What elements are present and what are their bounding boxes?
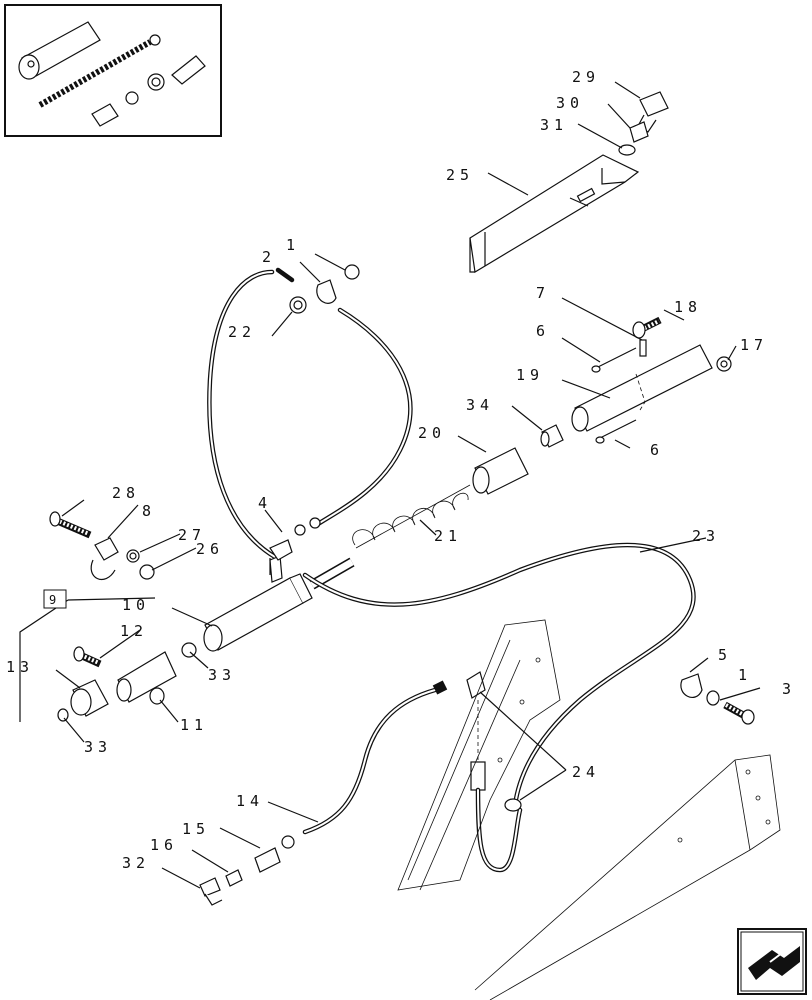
label-4: 4 (258, 494, 272, 512)
label-6-top: 6 (536, 322, 550, 340)
label-33-right: 33 (208, 666, 236, 684)
label-26: 26 (196, 540, 224, 558)
hose-loop (207, 267, 413, 560)
lower-cylinder-parts (57, 642, 197, 722)
tube-20 (472, 447, 529, 495)
label-24: 24 (572, 763, 600, 781)
label-28: 28 (112, 484, 140, 502)
label-20: 20 (418, 424, 446, 442)
label-13: 13 (6, 658, 34, 676)
clamp-top (289, 264, 360, 314)
label-9-box: 9 (43, 589, 67, 609)
label-27: 27 (178, 526, 206, 544)
label-3: 3 (782, 680, 796, 698)
bolt-29 (618, 91, 669, 156)
pins (591, 339, 647, 444)
clamp-left (49, 511, 155, 581)
cylinder-assembly (203, 555, 355, 652)
leader-lines (19, 81, 761, 889)
frame-structure (397, 619, 781, 1000)
tube-19 (571, 344, 713, 432)
label-14: 14 (236, 792, 264, 810)
label-6-bottom: 6 (650, 441, 664, 459)
label-33-bottom: 33 (84, 738, 112, 756)
label-25: 25 (446, 166, 474, 184)
fittings-lower (199, 835, 295, 906)
label-1-top: 1 (286, 236, 300, 254)
hose-14 (302, 671, 523, 873)
label-16: 16 (150, 836, 178, 854)
label-9: 9 (49, 593, 56, 607)
label-8: 8 (142, 502, 156, 520)
label-17: 17 (740, 336, 768, 354)
clamp-right (680, 673, 755, 725)
label-31: 31 (540, 116, 568, 134)
label-2: 2 (262, 248, 276, 266)
inset-thumbnail (4, 4, 222, 137)
spring-part (352, 484, 471, 549)
label-30: 30 (556, 94, 584, 112)
label-12: 12 (120, 622, 148, 640)
label-11: 11 (180, 716, 208, 734)
label-5: 5 (718, 646, 732, 664)
nav-arrow-button[interactable] (737, 928, 807, 995)
bushing-34 (540, 424, 564, 448)
arrow-icon (748, 946, 800, 980)
callout-labels: 29 30 31 25 2 1 22 7 18 6 17 19 34 20 6 … (6, 68, 796, 872)
label-21: 21 (434, 527, 462, 545)
label-22: 22 (228, 323, 256, 341)
label-10: 10 (122, 596, 150, 614)
label-29: 29 (572, 68, 600, 86)
label-32: 32 (122, 854, 150, 872)
label-19: 19 (516, 366, 544, 384)
label-18: 18 (674, 298, 702, 316)
bolt-18 (632, 316, 732, 372)
label-34: 34 (466, 396, 494, 414)
hose-23 (302, 542, 696, 808)
bracket-part (469, 154, 640, 273)
label-1-right: 1 (738, 666, 752, 684)
label-15: 15 (182, 820, 210, 838)
elbow-fitting (269, 517, 321, 575)
label-23: 23 (692, 527, 720, 545)
label-7: 7 (536, 284, 550, 302)
